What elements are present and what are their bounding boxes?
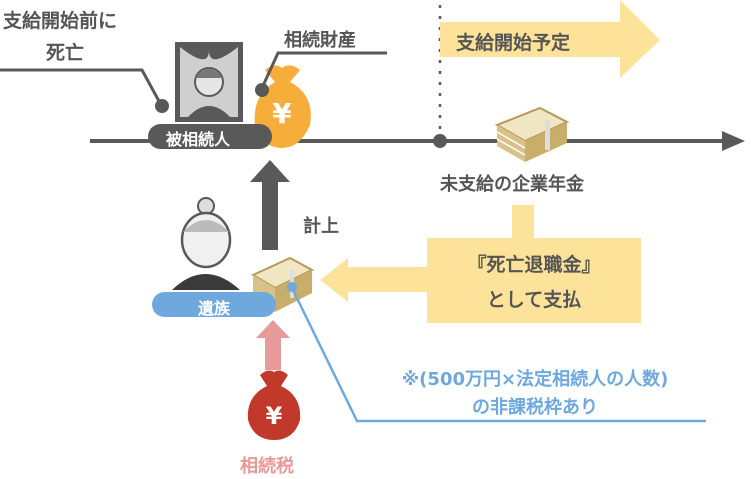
inherited-property-bag-icon: ¥: [254, 65, 311, 148]
yen-symbol-tax: ¥: [266, 402, 283, 430]
payment-start-arrow: [440, 0, 660, 78]
pension-connector: [512, 205, 534, 240]
death-retirement-label-1: 『死亡退職金』: [467, 254, 601, 276]
death-before-payment-label-1: 支給開始前に: [3, 10, 118, 32]
death-retirement-box: [427, 238, 641, 323]
yen-symbol: ¥: [272, 97, 292, 130]
exemption-callout-dot: [287, 282, 297, 292]
inherited-property-label: 相続財産: [284, 30, 356, 51]
tax-up-arrow: [256, 320, 290, 370]
death-retirement-label-2: として支払: [486, 289, 582, 311]
property-callout-dot: [255, 83, 269, 97]
decedent-badge: [148, 124, 272, 149]
family-label: 遺族: [197, 299, 230, 318]
exemption-label-1: ※(500万円×法定相続人の人数): [401, 369, 669, 390]
decedent-portrait-icon: [175, 42, 243, 122]
record-up-arrow: [250, 160, 290, 250]
death-callout-dot: [155, 99, 169, 113]
money-stack-icon: [494, 106, 570, 162]
payment-start-label: 支給開始予定: [456, 32, 571, 54]
recorded-label: 計上: [303, 216, 339, 237]
exemption-label-2: の非課税枠あり: [472, 397, 598, 418]
property-callout-line: [260, 51, 387, 89]
payment-left-arrow: [320, 258, 427, 302]
inheritance-tax-bag-icon: ¥: [247, 370, 301, 440]
unpaid-pension-label: 未支給の企業年金: [440, 174, 584, 195]
exemption-callout-line: [290, 287, 706, 423]
bereaved-family-avatar-icon: [172, 197, 240, 290]
decedent-label: 被相続人: [166, 130, 231, 149]
payment-start-point: [433, 134, 447, 148]
death-before-payment-label-2: 死亡: [46, 42, 85, 64]
timeline-arrowhead: [722, 131, 745, 151]
inheritance-tax-label: 相続税: [240, 456, 294, 477]
death-callout-line: [0, 68, 162, 104]
family-badge: [152, 292, 276, 317]
